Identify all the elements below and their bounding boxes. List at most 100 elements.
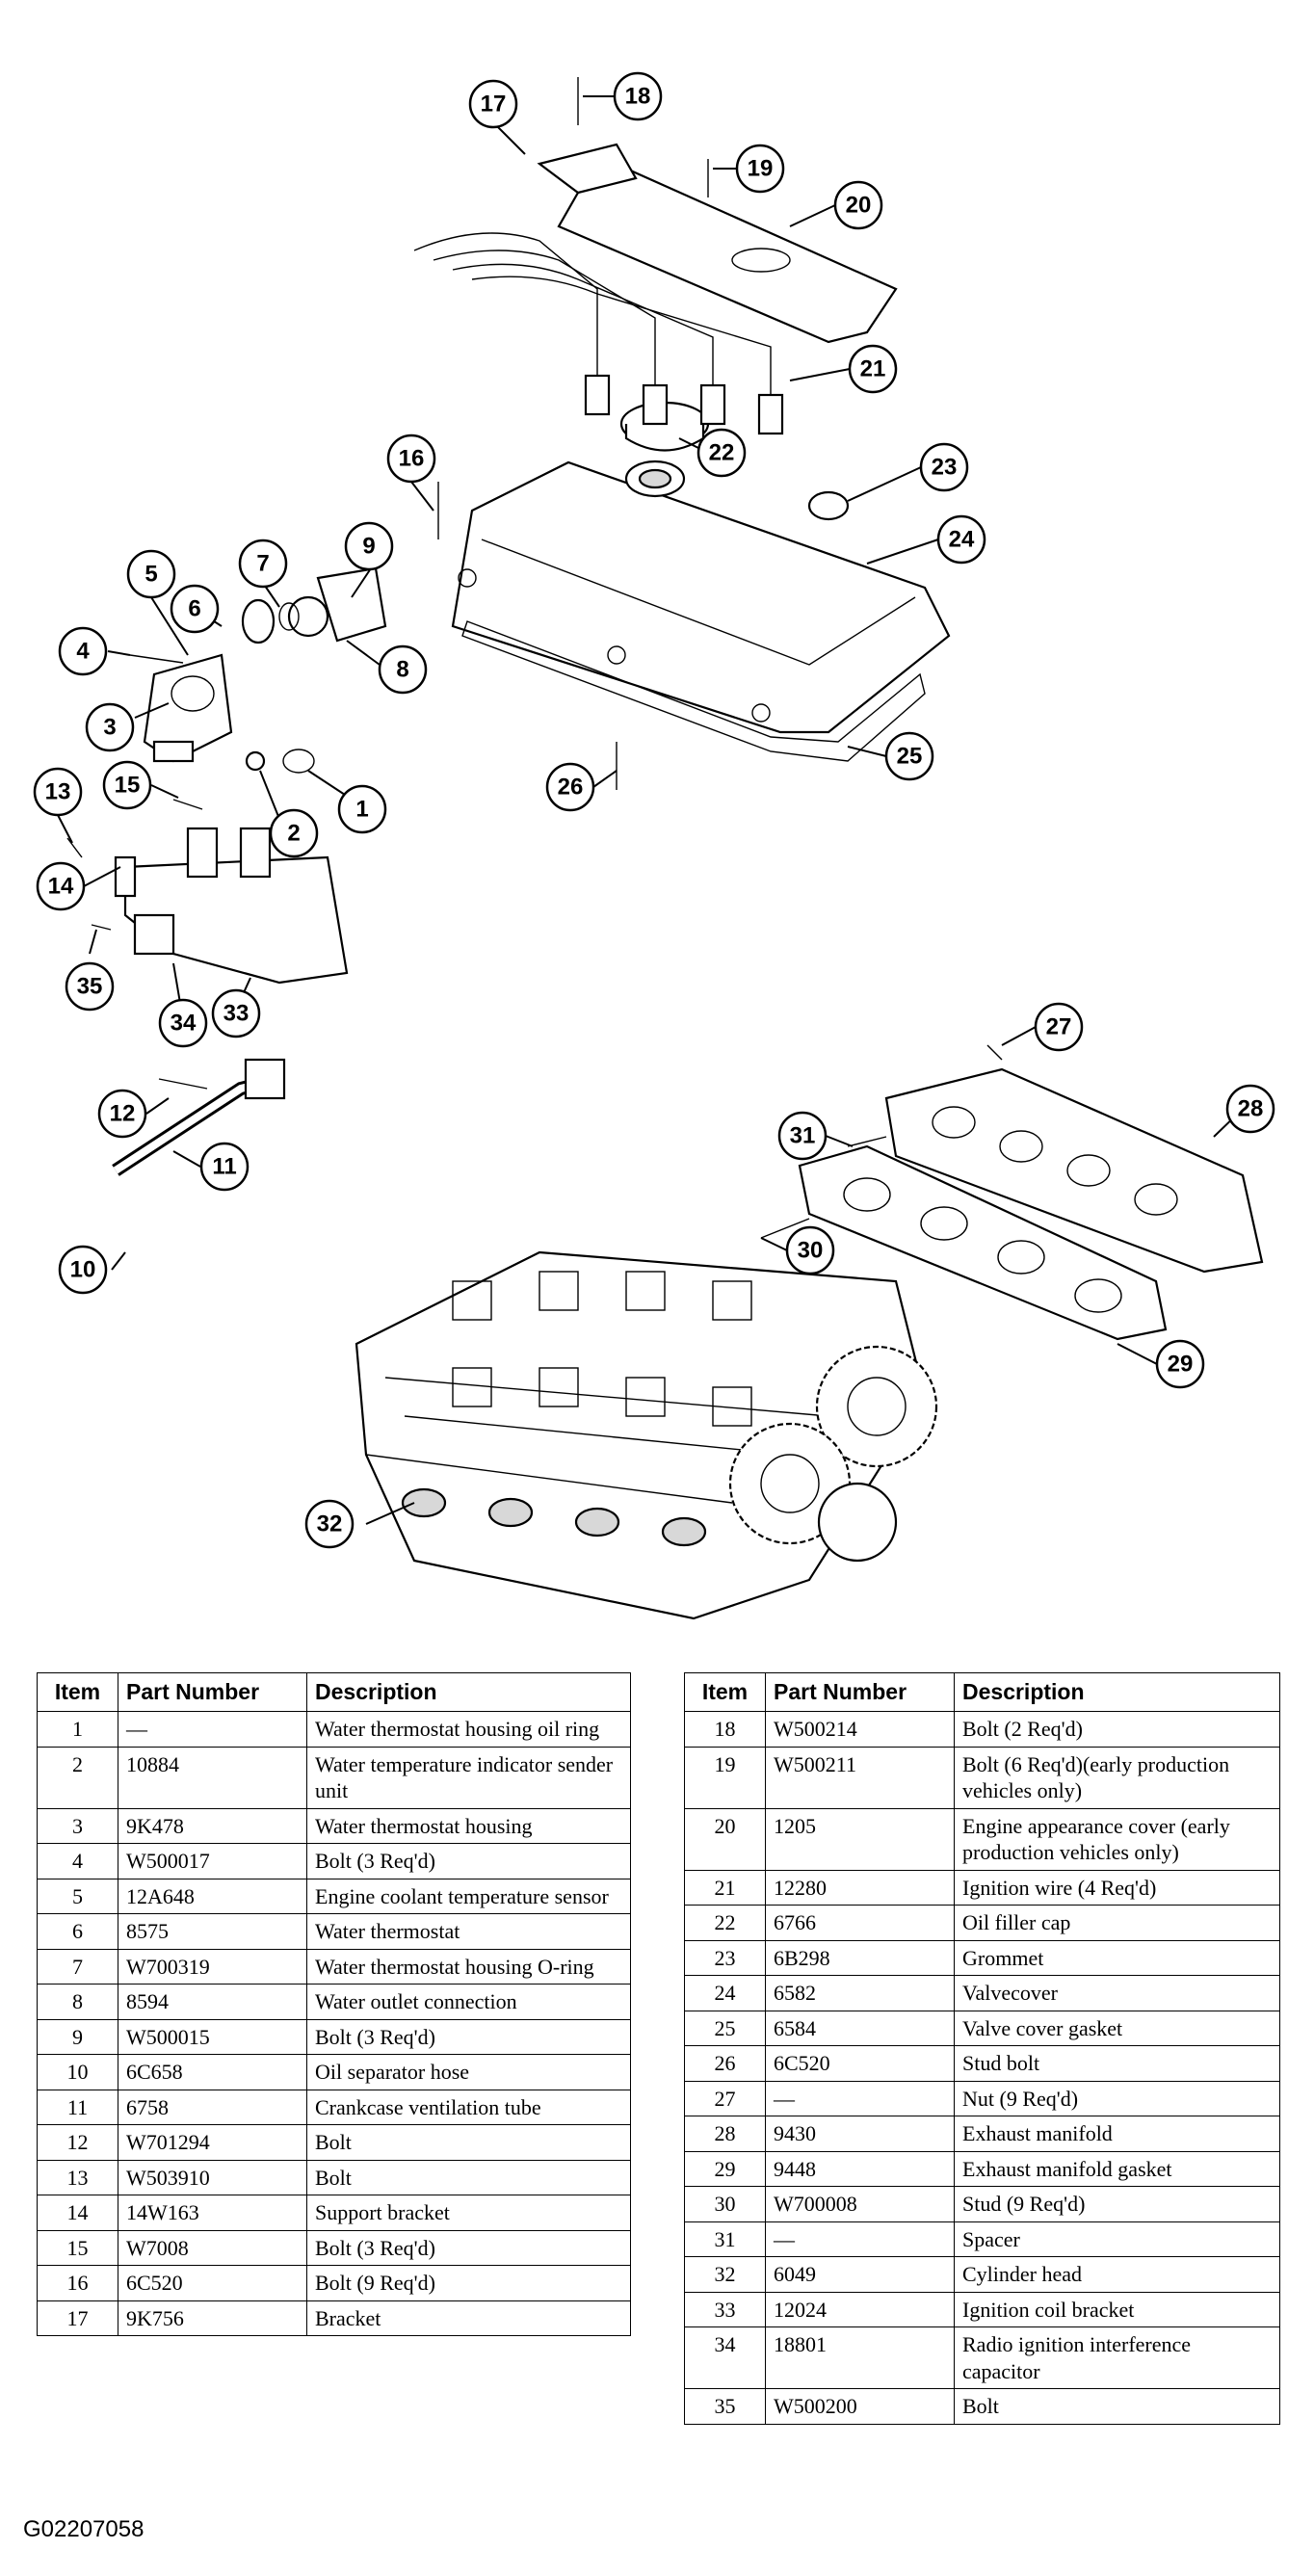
part-number-cell: W503910 [118, 2159, 307, 2195]
description-cell: Bolt (3 Req'd) [306, 2229, 631, 2266]
table-row: 27—Nut (9 Req'd) [684, 2080, 1280, 2116]
column-header-part-number: Part Number [118, 1672, 307, 1712]
ignition-coil-bracket-drawing [114, 827, 349, 985]
item-cell: 14 [37, 2195, 118, 2231]
svg-text:1: 1 [355, 797, 368, 823]
description-cell: Exhaust manifold gasket [954, 2150, 1280, 2187]
svg-text:18: 18 [625, 84, 651, 110]
part-number-cell: W500017 [118, 1843, 307, 1879]
svg-text:23: 23 [932, 455, 958, 481]
table-header-row: Item Part Number Description [37, 1672, 631, 1712]
part-number-cell: 6758 [118, 2089, 307, 2125]
svg-text:21: 21 [860, 356, 886, 382]
svg-text:24: 24 [949, 527, 975, 553]
callout-8: 8 [378, 644, 428, 695]
column-header-item: Item [37, 1672, 118, 1712]
description-cell: Radio ignition interference capacitor [954, 2326, 1280, 2389]
part-number-cell: 10884 [118, 1746, 307, 1809]
item-cell: 3 [37, 1807, 118, 1844]
svg-text:33: 33 [223, 1001, 250, 1027]
column-header-item: Item [684, 1672, 766, 1712]
item-cell: 8 [37, 1984, 118, 2020]
part-number-cell: 6C658 [118, 2054, 307, 2090]
callout-30: 30 [785, 1225, 835, 1275]
svg-text:34: 34 [171, 1011, 197, 1037]
callout-3: 3 [85, 702, 135, 752]
item-cell: 9 [37, 2018, 118, 2055]
exploded-engine-diagram: 1 2 3 4 5 6 7 8 9 10 11 12 13 14 15 16 1… [33, 71, 1275, 1620]
item-cell: 21 [684, 1869, 766, 1906]
svg-text:2: 2 [287, 821, 300, 847]
callout-7: 7 [238, 539, 288, 589]
part-number-cell: 6C520 [765, 2045, 955, 2082]
item-cell: 7 [37, 1948, 118, 1985]
item-cell: 34 [684, 2326, 766, 2389]
fastener-drawings [66, 77, 1003, 1239]
description-cell: Water outlet connection [306, 1984, 631, 2020]
part-number-cell: 9K478 [118, 1807, 307, 1844]
part-number-cell: W7008 [118, 2229, 307, 2266]
part-number-cell: 12024 [765, 2291, 955, 2327]
part-number-cell: 8575 [118, 1913, 307, 1950]
part-number-cell: 9430 [765, 2116, 955, 2152]
item-cell: 24 [684, 1975, 766, 2011]
table-header-row: Item Part Number Description [684, 1672, 1280, 1712]
svg-text:3: 3 [103, 715, 116, 741]
svg-text:11: 11 [212, 1154, 236, 1180]
item-cell: 22 [684, 1905, 766, 1941]
callout-15: 15 [102, 760, 152, 810]
part-number-cell: 9448 [765, 2150, 955, 2187]
item-cell: 30 [684, 2186, 766, 2222]
description-cell: Exhaust manifold [954, 2116, 1280, 2152]
callout-16: 16 [386, 434, 436, 484]
part-number-cell: W701294 [118, 2124, 307, 2161]
svg-text:20: 20 [846, 193, 872, 219]
crankcase-ventilation-tube-drawing [112, 1058, 286, 1176]
callout-29: 29 [1155, 1339, 1205, 1389]
description-cell: Valve cover gasket [954, 2010, 1280, 2046]
svg-text:6: 6 [188, 596, 200, 622]
callout-19: 19 [735, 144, 785, 194]
part-number-cell: — [765, 2080, 955, 2116]
svg-text:15: 15 [115, 773, 141, 799]
part-number-cell: 6582 [765, 1975, 955, 2011]
description-cell: Valvecover [954, 1975, 1280, 2011]
item-cell: 29 [684, 2150, 766, 2187]
item-cell: 13 [37, 2159, 118, 2195]
grommet-drawing [807, 490, 850, 521]
item-cell: 31 [684, 2221, 766, 2257]
part-number-cell: 6766 [765, 1905, 955, 1941]
description-cell: Crankcase ventilation tube [306, 2089, 631, 2125]
item-cell: 19 [684, 1746, 766, 1809]
description-cell: Bolt (2 Req'd) [954, 1711, 1280, 1748]
part-number-cell: 12A648 [118, 1878, 307, 1914]
description-cell: Cylinder head [954, 2256, 1280, 2293]
description-cell: Stud (9 Req'd) [954, 2186, 1280, 2222]
description-cell: Water thermostat housing [306, 1807, 631, 1844]
exhaust-manifold-drawing [884, 1067, 1264, 1274]
part-number-cell: 18801 [765, 2326, 955, 2389]
table-row: 31—Spacer [684, 2221, 1280, 2257]
svg-text:25: 25 [897, 744, 923, 770]
engine-appearance-cover-drawing [537, 143, 898, 344]
svg-text:17: 17 [481, 92, 507, 118]
description-cell: Bolt (6 Req'd)(early production vehicles… [954, 1746, 1280, 1809]
description-cell: Oil filler cap [954, 1905, 1280, 1941]
svg-text:10: 10 [70, 1257, 96, 1283]
svg-text:31: 31 [790, 1123, 816, 1149]
